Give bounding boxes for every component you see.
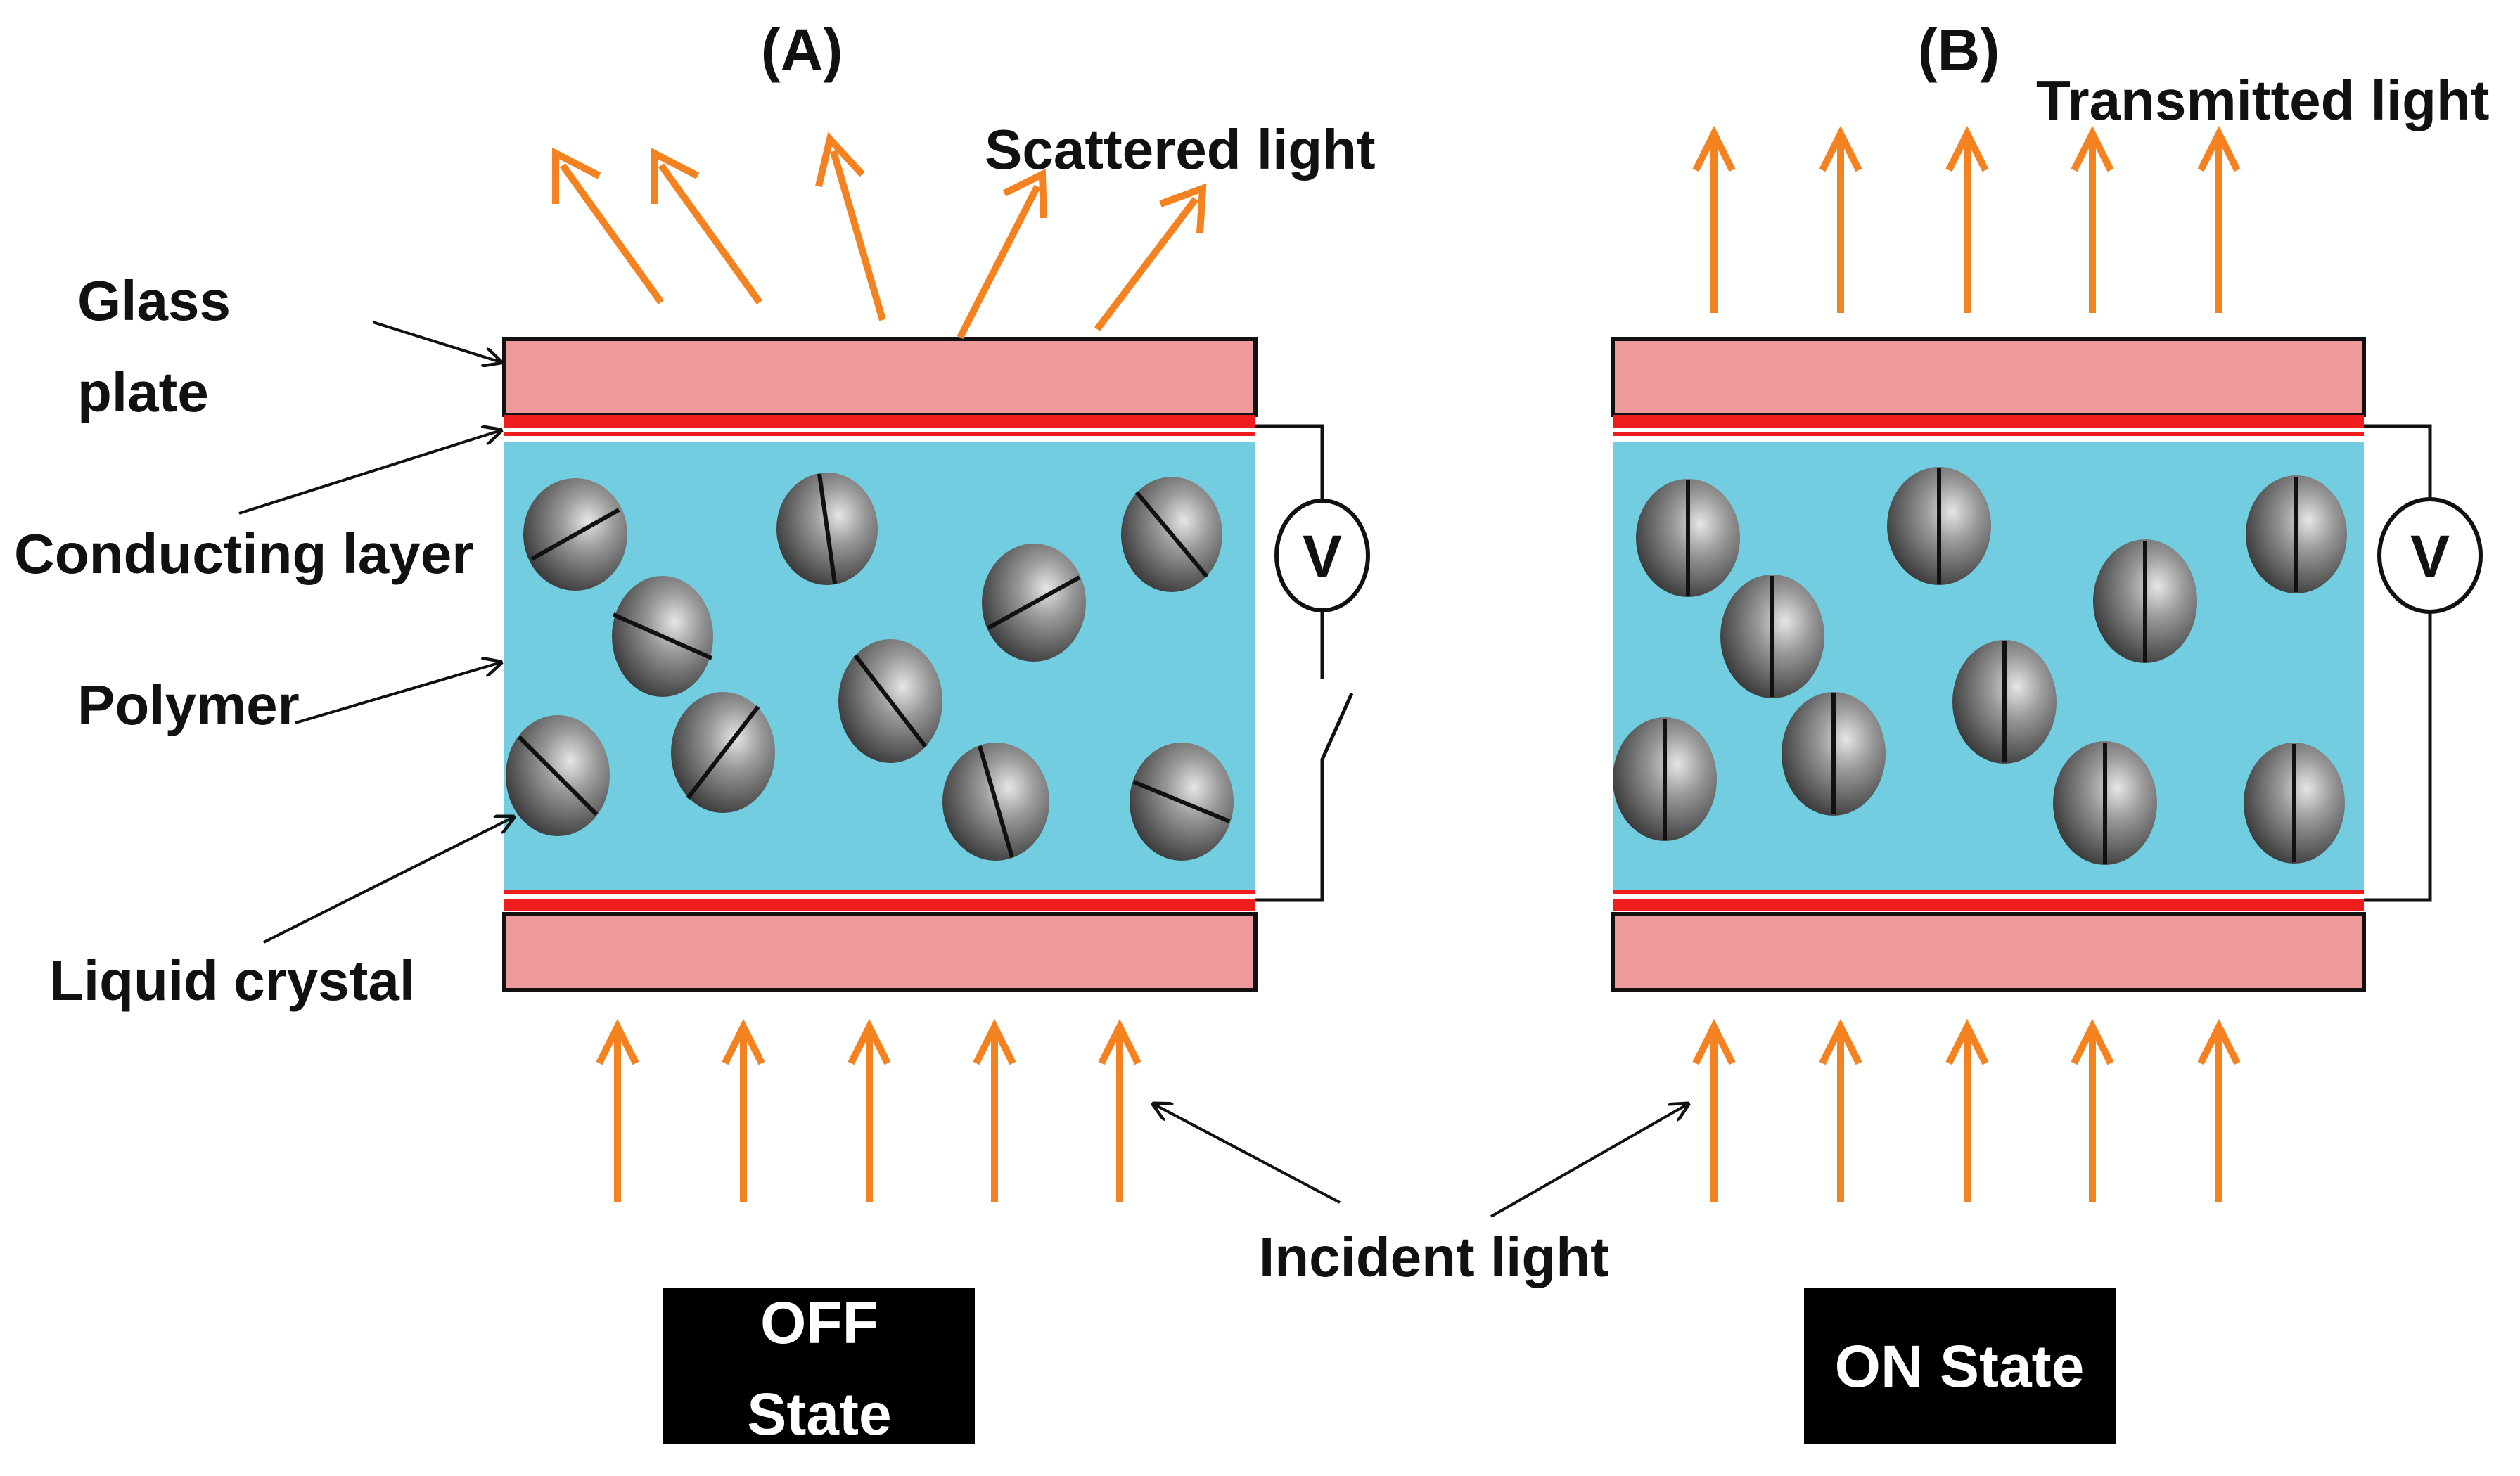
light-arrow	[1819, 1018, 1862, 1202]
droplet	[612, 576, 713, 697]
incident-light-annotation: Incident light	[1153, 1104, 1688, 1288]
panel-a: (A) V	[502, 17, 1376, 1447]
panel-b: (B) V	[1611, 17, 2490, 1444]
state-a-line1: OFF	[760, 1290, 878, 1356]
droplet	[506, 715, 610, 836]
droplets-b	[1613, 467, 2347, 865]
open-switch-icon	[1320, 692, 1354, 761]
glass-plate-label-line1: Glass	[77, 269, 231, 332]
glass-plate-label-line2: plate	[77, 361, 209, 423]
light-arrow	[2197, 125, 2241, 313]
droplet	[2246, 475, 2347, 593]
light-arrow	[1692, 1018, 1736, 1202]
conducting-layer-bottom-b	[1613, 890, 2364, 911]
droplet	[838, 639, 942, 763]
closed-circuit-wire	[2364, 612, 2432, 902]
droplet	[2053, 741, 2157, 865]
incident-light-arrows-b	[1692, 1018, 2241, 1202]
light-arrow	[1945, 125, 1989, 313]
glass-plate-bottom-a	[502, 912, 1258, 992]
droplet	[982, 544, 1086, 662]
panel-a-label: (A)	[761, 17, 843, 83]
circuit-b: V	[2364, 424, 2483, 902]
droplet	[1782, 692, 1886, 816]
droplet	[1636, 479, 1740, 597]
liquid-crystal-label: Liquid crystal	[49, 949, 415, 1012]
component-labels: Glass plate Conducting layer Polymer Liq…	[14, 269, 513, 1012]
droplet	[776, 473, 878, 585]
light-arrow	[651, 147, 763, 304]
light-arrow	[1692, 125, 1736, 313]
panel-b-label: (B)	[1918, 17, 2000, 83]
state-a-line2: State	[747, 1381, 891, 1447]
scattered-light-label: Scattered light	[985, 118, 1376, 181]
light-arrow	[2071, 125, 2114, 313]
light-arrow	[596, 1018, 639, 1202]
droplet	[1952, 640, 2057, 764]
incident-light-pointer-b	[1490, 1104, 1688, 1218]
light-arrow	[1094, 183, 1207, 332]
light-arrow	[2197, 1018, 2241, 1202]
incident-light-pointer-a	[1153, 1104, 1341, 1204]
glass-plate-top-b	[1611, 337, 2366, 417]
droplet	[2244, 743, 2345, 864]
light-arrow	[552, 147, 665, 304]
voltmeter-a-label: V	[1303, 523, 1342, 589]
state-box-a	[663, 1288, 975, 1444]
glass-plate-bottom-b	[1611, 912, 2366, 992]
transmitted-light-arrows	[1692, 125, 2241, 313]
light-arrow	[848, 1018, 891, 1202]
circuit-a: V	[1255, 424, 1370, 902]
droplet	[1130, 743, 1234, 861]
voltmeter-b-label: V	[2410, 523, 2450, 589]
conducting-layer-pointer	[238, 430, 501, 515]
light-arrow	[957, 169, 1047, 340]
droplet	[942, 743, 1049, 861]
conducting-layer-top-gap-b	[1613, 428, 2364, 432]
scattered-light-arrows	[552, 131, 1207, 340]
light-arrow	[2071, 1018, 2114, 1202]
conducting-layer-top-gap-a	[504, 428, 1255, 432]
droplet	[1121, 477, 1222, 592]
droplet	[1720, 575, 1824, 698]
glass-plate-pointer	[372, 321, 501, 362]
polymer-label: Polymer	[77, 674, 300, 736]
conducting-layer-top-a	[504, 415, 1255, 436]
light-arrow	[815, 131, 886, 321]
droplet	[2093, 539, 2197, 663]
incident-light-arrows-a	[596, 1018, 1141, 1202]
conducting-layer-bottom-a	[504, 890, 1255, 911]
conducting-layer-top-b	[1613, 415, 2364, 436]
light-arrow	[1945, 1018, 1989, 1202]
polymer-pointer	[295, 662, 501, 724]
incident-light-label: Incident light	[1259, 1226, 1609, 1288]
droplet	[1613, 717, 1717, 841]
conducting-layer-bottom-gap-a	[504, 894, 1255, 899]
glass-plate-top-a	[502, 337, 1258, 417]
droplet	[1887, 467, 1991, 585]
conducting-layer-bottom-gap-b	[1613, 894, 2364, 899]
light-arrow	[973, 1018, 1016, 1202]
liquid-crystal-pointer	[263, 817, 513, 944]
droplet	[671, 692, 775, 813]
state-box-b	[1804, 1288, 2116, 1444]
light-arrow	[1819, 125, 1862, 313]
light-arrow	[722, 1018, 765, 1202]
droplet	[523, 478, 627, 591]
droplets-a	[506, 473, 1234, 861]
state-b-text: ON State	[1835, 1333, 2085, 1399]
transmitted-light-label: Transmitted light	[2036, 69, 2490, 131]
conducting-layer-label: Conducting layer	[14, 522, 473, 585]
light-arrow	[1098, 1018, 1141, 1202]
